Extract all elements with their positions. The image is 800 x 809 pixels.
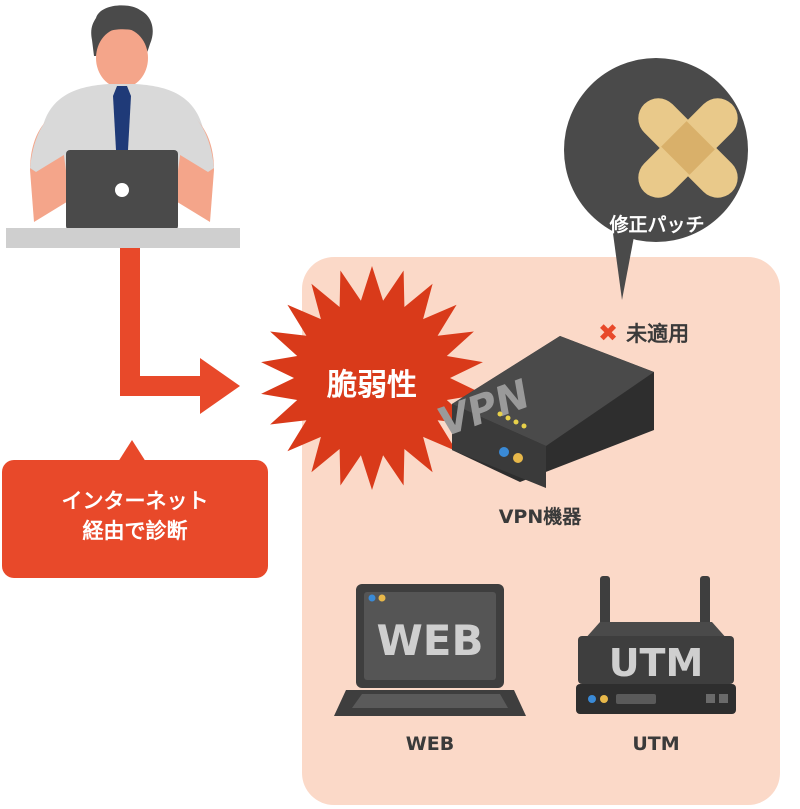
vpn-device-icon: VPN: [436, 336, 654, 488]
utm-device-label: UTM: [632, 733, 680, 755]
x-mark-icon: ✖: [598, 319, 619, 347]
diagnosis-callout: [2, 440, 268, 578]
router-icon: UTM: [576, 576, 736, 714]
patch-status: ✖ 未適用: [598, 318, 748, 348]
patch-bubble: [564, 58, 748, 300]
starburst-icon: [261, 266, 483, 490]
diagnosis-line-1: インターネット: [61, 489, 209, 513]
arrow-icon: [120, 248, 240, 414]
diagnosis-text: インターネット 経由で診断: [0, 486, 270, 546]
vulnerability-label: 脆弱性: [327, 368, 417, 403]
laptop-icon: WEB: [334, 584, 526, 716]
patch-status-text: 未適用: [626, 322, 690, 346]
web-device-label: WEB: [405, 733, 455, 755]
vpn-device-label: VPN機器: [498, 506, 582, 528]
web-screen-text: WEB: [376, 616, 483, 665]
bandage-icon: [638, 98, 738, 198]
patch-label: 修正パッチ: [609, 214, 705, 236]
diagnosis-line-2: 経由で診断: [82, 519, 188, 543]
utm-screen-text: UTM: [609, 641, 704, 685]
person-at-laptop-icon: [6, 5, 240, 248]
